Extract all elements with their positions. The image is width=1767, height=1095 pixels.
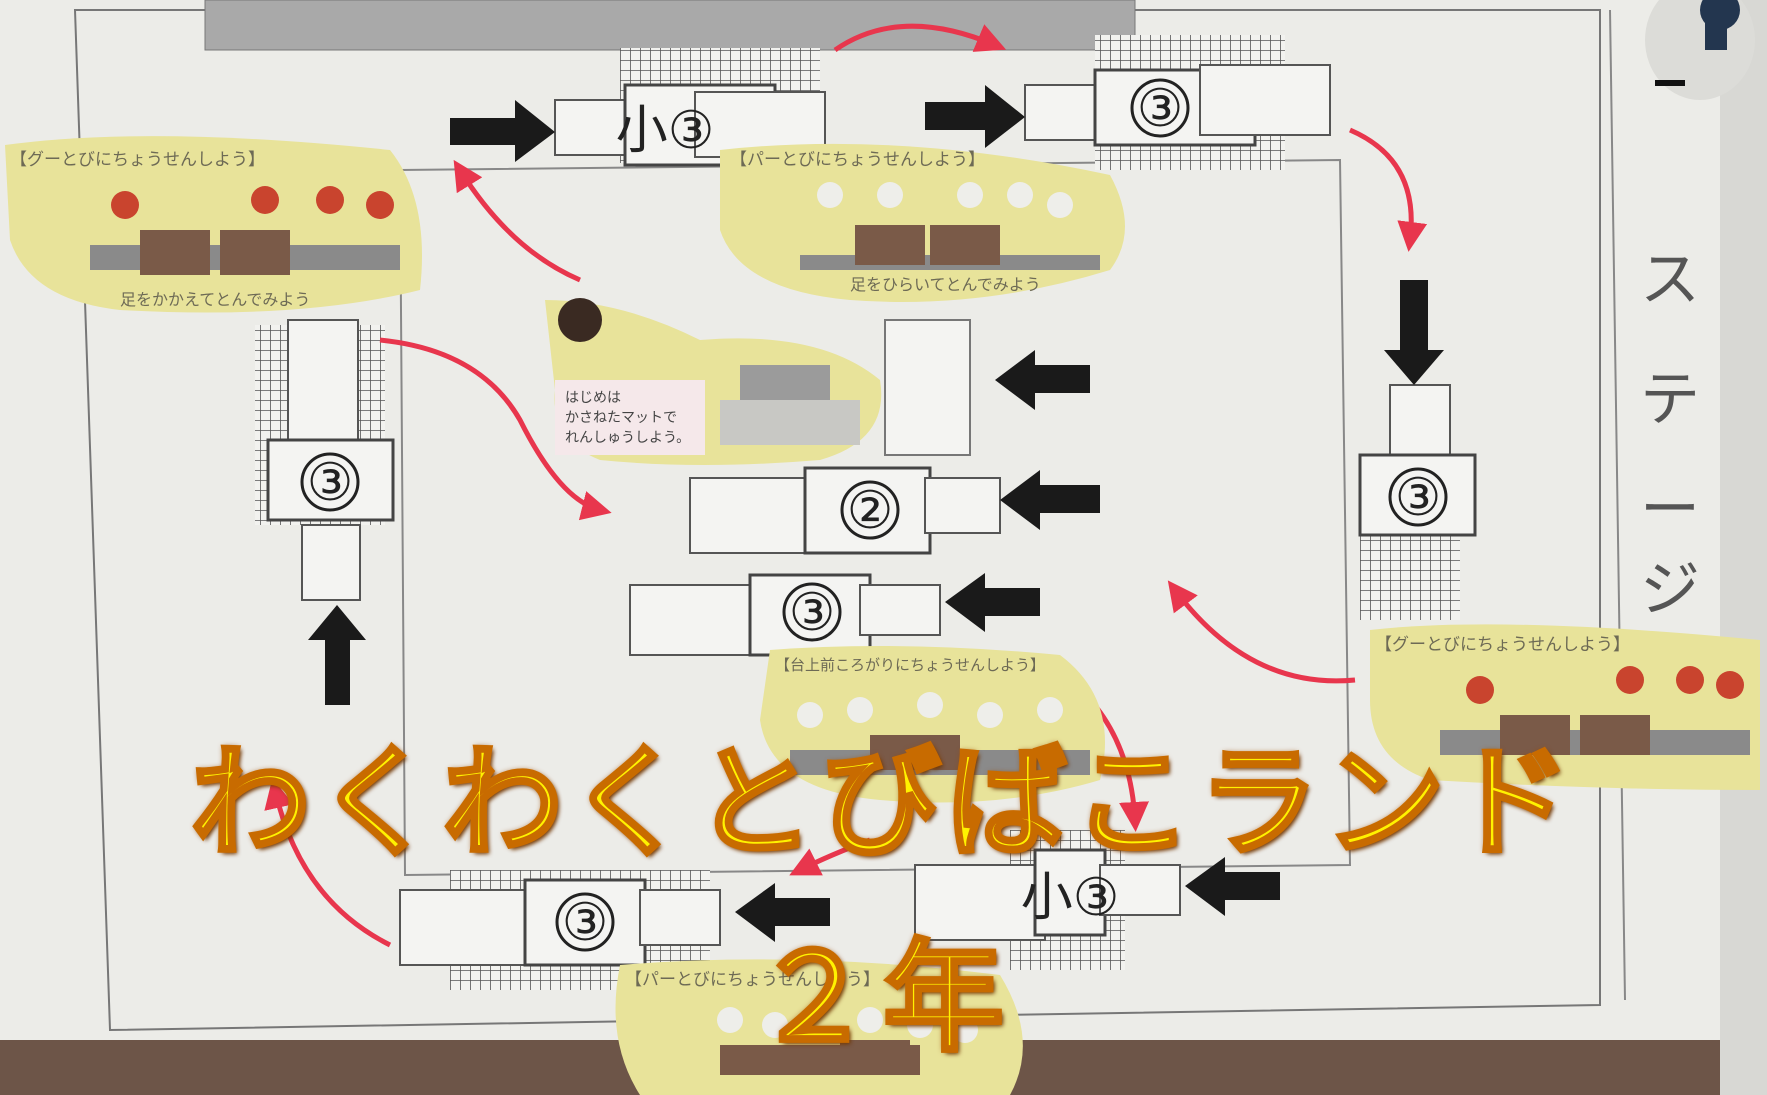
- station-right: ③: [1358, 384, 1477, 620]
- bubble-top-center: 【パーとびにちょうせんしよう】 足をひらいてとんでみよう: [720, 143, 1125, 302]
- bubble-top-left: 【グーとびにちょうせんしよう】 足をかかえてとんでみよう: [5, 136, 422, 313]
- station-label: ③: [1395, 468, 1442, 528]
- overlay-subtitle: ２年: [752, 927, 1014, 1070]
- station-label: ②: [847, 481, 894, 541]
- svg-text:ジ: ジ: [1640, 555, 1700, 625]
- svg-text:テ: テ: [1640, 365, 1700, 435]
- station-label: 小③: [1021, 868, 1120, 928]
- svg-text:ー: ー: [1640, 475, 1700, 545]
- bubble-bottom-left: 【パーとびにちょうせんしよう】: [615, 959, 1023, 1095]
- bubble-bottom-center: 【台上前ころがりにちょうせんしよう】: [760, 646, 1105, 803]
- station-center-top: ②: [689, 319, 1001, 555]
- overlay-title: わくわくとびばこランド: [189, 732, 1577, 875]
- station-top-right: ③: [1024, 35, 1331, 170]
- station-label: ③: [789, 583, 836, 643]
- station-bottom-left: ③: [399, 870, 721, 990]
- svg-text:【グーとびにちょうせんしよう】: 【グーとびにちょうせんしよう】: [10, 150, 265, 170]
- svg-text:【台上前ころがりにちょうせんしよう】: 【台上前ころがりにちょうせんしよう】: [775, 656, 1045, 674]
- station-center-bottom: ③: [629, 573, 941, 657]
- svg-text:【パーとびにちょうせんしよう】: 【パーとびにちょうせんしよう】: [730, 150, 985, 170]
- station-label: ③: [307, 453, 354, 513]
- corner-figure: [1645, 0, 1755, 100]
- svg-text:足をひらいてとんでみよう: 足をひらいてとんでみよう: [850, 275, 1041, 294]
- svg-text:はじめは: はじめは: [565, 390, 621, 406]
- station-left: ③: [255, 319, 395, 601]
- svg-text:れんしゅうしよう。: れんしゅうしよう。: [565, 430, 690, 446]
- stage-label: ス テ ー ジ: [1640, 245, 1700, 625]
- svg-text:【グーとびにちょうせんしよう】: 【グーとびにちょうせんしよう】: [1375, 635, 1630, 655]
- bubble-right: 【グーとびにちょうせんしよう】: [1370, 624, 1760, 790]
- station-label: ③: [1137, 79, 1184, 139]
- station-bottom-right: 小③: [914, 830, 1181, 970]
- svg-text:【パーとびにちょうせんしよう】: 【パーとびにちょうせんしよう】: [625, 970, 880, 990]
- station-label: ③: [562, 893, 609, 953]
- bubble-center-note: はじめは かさねたマットで れんしゅうしよう。: [545, 298, 882, 465]
- station-top-left: 小③: [554, 48, 826, 167]
- svg-text:かさねたマットで: かさねたマットで: [565, 410, 677, 426]
- svg-text:足をかかえてとんでみよう: 足をかかえてとんでみよう: [120, 290, 310, 309]
- black-arrows: [308, 85, 1444, 942]
- station-label: 小③: [616, 101, 715, 161]
- svg-text:ス: ス: [1640, 245, 1700, 315]
